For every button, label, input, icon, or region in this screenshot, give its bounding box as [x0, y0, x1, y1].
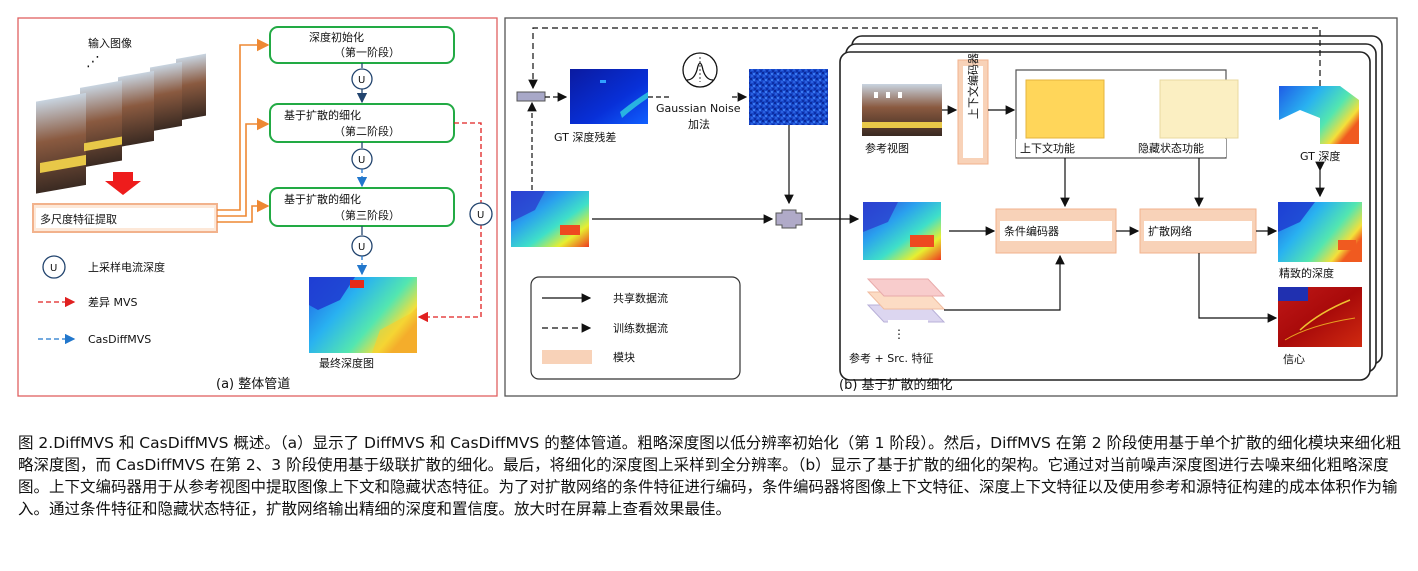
extract-label: 多尺度特征提取 — [40, 212, 117, 226]
cost-volume-stack: ⋮ — [866, 278, 946, 342]
red-down-arrow-icon — [105, 172, 141, 195]
legend-shared-label: 共享数据流 — [613, 291, 668, 305]
legend-upsample-icon — [42, 255, 66, 279]
context-encoder-label: 上下文编码器 — [966, 53, 980, 119]
final-depth-map — [309, 277, 417, 353]
reference-view-image — [862, 84, 942, 136]
condition-encoder-label: 条件编码器 — [1004, 224, 1059, 238]
ellipsis-dots: ⋰ — [86, 54, 100, 70]
stage1-title: 深度初始化 — [309, 30, 364, 44]
panel-b-caption: (b) 基于扩散的细化 — [839, 377, 953, 393]
stage3-sub: （第三阶段） — [334, 208, 400, 222]
stage1-sub: （第一阶段） — [334, 45, 400, 59]
gt-depth-label: GT 深度 — [1300, 149, 1340, 163]
stack-dots: ⋮ — [893, 327, 905, 341]
figure-caption: 图 2.DiffMVS 和 CasDiffMVS 概述。（a）显示了 DiffM… — [18, 434, 1402, 518]
refined-depth-label: 精致的深度 — [1279, 266, 1334, 280]
stage2-title: 基于扩散的细化 — [284, 108, 361, 122]
refined-depth-map — [1278, 202, 1362, 262]
noise-title: Gaussian Noise — [656, 102, 741, 115]
upsample-symbol: U — [358, 242, 365, 253]
legend-diffmvs-label: 差异 MVS — [88, 295, 138, 309]
gt-depth-map — [1279, 86, 1359, 144]
confidence-label: 信心 — [1283, 353, 1305, 366]
ref-view-label: 参考视图 — [865, 141, 909, 155]
coarse-depth-input — [511, 191, 589, 247]
hidden-feature-label: 隐藏状态功能 — [1138, 141, 1204, 155]
architecture-figure: 输入图像 ⋰ 多尺度特征提取 深度初始化 （第一阶段） U 基于扩散的细化 （第… — [17, 17, 1398, 397]
context-feature-label: 上下文功能 — [1020, 141, 1075, 155]
panel-a-frame — [17, 17, 498, 397]
legend-module-label: 模块 — [613, 351, 635, 364]
panel-a-caption: (a) 整体管道 — [216, 377, 290, 392]
upsample-symbol: U — [358, 155, 365, 166]
final-depth-label: 最终深度图 — [319, 356, 374, 370]
feature-group-box — [1015, 69, 1227, 159]
noise-sub: 加法 — [688, 117, 710, 131]
upsample-icon — [469, 202, 493, 226]
legend-module-swatch — [542, 350, 592, 364]
hidden-feature-block — [1159, 79, 1239, 139]
confidence-map — [1278, 287, 1362, 347]
add-icon — [775, 209, 803, 229]
noisy-depth-map — [863, 202, 941, 276]
panel-b-frame — [504, 17, 1398, 397]
upsample-symbol: U — [358, 75, 365, 86]
noise-map — [749, 69, 828, 125]
legend-upsample-symbol: U — [50, 263, 57, 274]
legend-upsample-label: 上采样电流深度 — [88, 260, 165, 274]
diffusion-network-label: 扩散网络 — [1148, 224, 1192, 238]
stage2-sub: （第二阶段） — [334, 124, 400, 138]
input-image-label: 输入图像 — [88, 36, 132, 50]
context-feature-block — [1025, 79, 1105, 139]
ref-src-feature-label: 参考 + Src. 特征 — [849, 351, 934, 365]
legend-cas-label: CasDiffMVS — [88, 333, 151, 346]
gt-residual-map — [570, 69, 648, 124]
stage3-title: 基于扩散的细化 — [284, 192, 361, 206]
legend-train-label: 训练数据流 — [613, 321, 668, 335]
upsample-symbol: U — [477, 210, 484, 221]
subtract-node — [516, 91, 546, 102]
input-images — [36, 53, 206, 194]
gt-residual-label: GT 深度残差 — [554, 130, 616, 144]
